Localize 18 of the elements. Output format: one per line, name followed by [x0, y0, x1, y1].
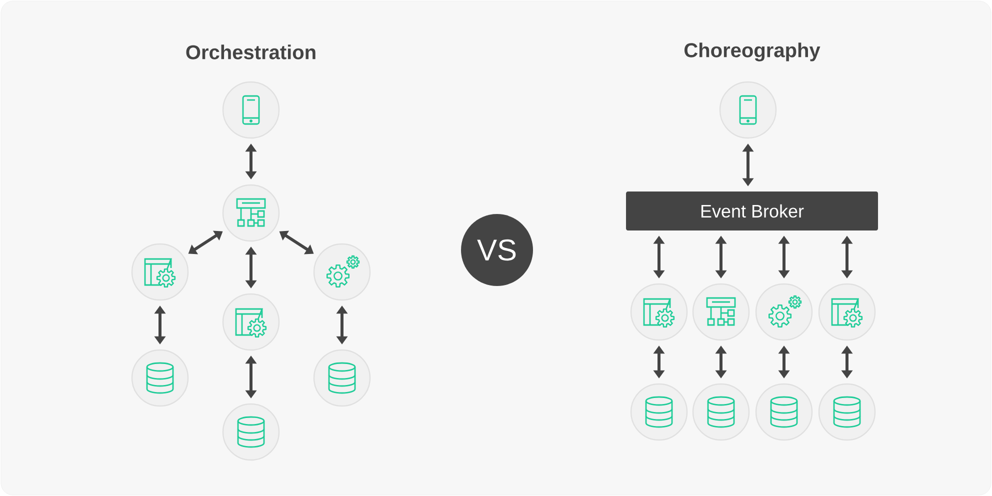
icon-circle: [131, 349, 189, 407]
icon-circle: [692, 383, 750, 441]
icon-circle: [222, 184, 280, 242]
icon-circle: [818, 383, 876, 441]
icon-circle: [755, 383, 813, 441]
icon-circle: [222, 81, 280, 139]
icon-circle: [630, 283, 688, 341]
section-heading: Orchestration: [186, 44, 316, 60]
icon-circle: [313, 349, 371, 407]
icon-circle: [222, 403, 280, 461]
icon-circle: [222, 293, 280, 351]
icon-circle: [692, 283, 750, 341]
broker-bar: Event Broker: [626, 192, 878, 230]
icon-circle: [818, 283, 876, 341]
icon-circle: [630, 383, 688, 441]
section-heading: Choreography: [684, 42, 820, 62]
icon-circle: [719, 81, 777, 139]
icon-circle: [131, 243, 189, 301]
